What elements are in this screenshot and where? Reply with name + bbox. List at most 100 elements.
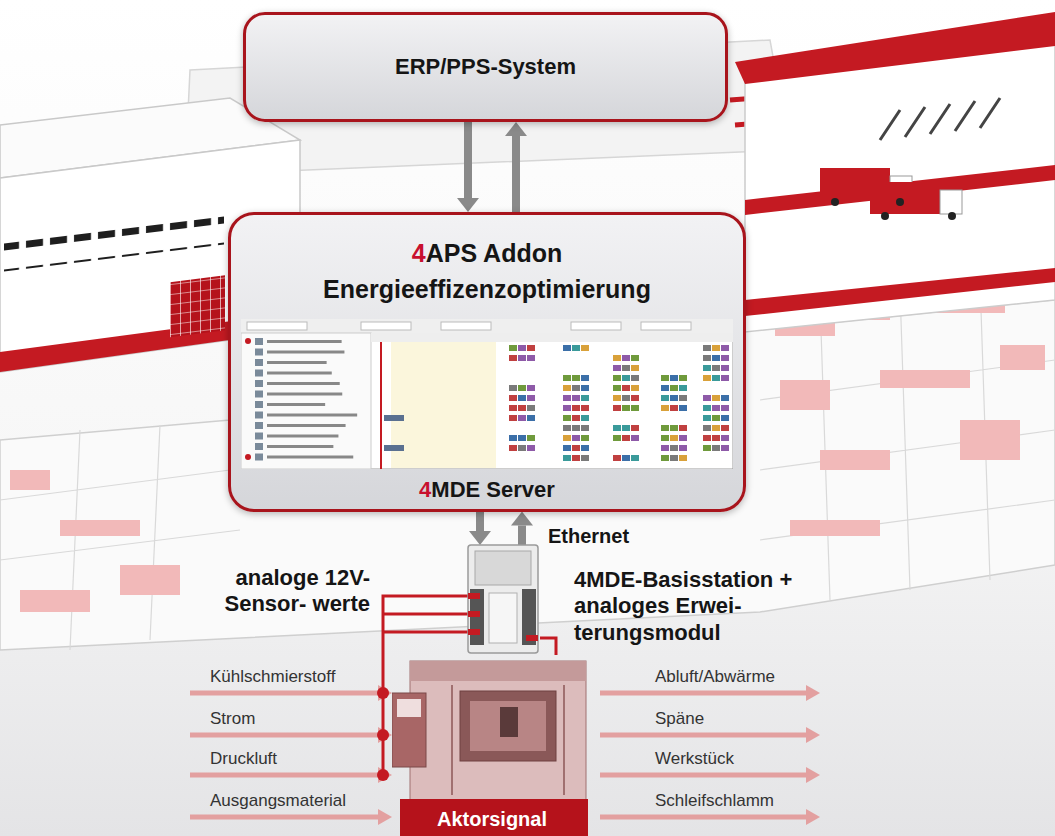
job-block — [712, 375, 720, 381]
job-block — [581, 425, 589, 431]
terminal — [526, 635, 538, 641]
job-block — [509, 415, 517, 421]
right-building — [735, 12, 1055, 332]
job-block — [721, 355, 729, 361]
job-block — [527, 395, 535, 401]
job-block — [581, 345, 589, 351]
job-block — [631, 365, 639, 371]
tree-icon — [255, 390, 263, 397]
job-block — [670, 385, 678, 391]
terminal — [468, 629, 480, 635]
job-block — [518, 435, 526, 441]
screen-frame — [241, 319, 733, 469]
job-block — [572, 385, 580, 391]
tree-icon — [255, 369, 263, 376]
now-line — [380, 342, 382, 469]
job-block — [622, 435, 630, 441]
flow-label: Ethernet — [548, 524, 629, 548]
node-text: 4APS Addon Energieeffizenzoptimierung — [231, 215, 743, 308]
job-block — [527, 415, 535, 421]
job-block — [572, 345, 580, 351]
job-block — [703, 435, 711, 441]
spindle — [500, 707, 518, 737]
control-panel — [392, 693, 426, 767]
job-block — [679, 375, 687, 381]
job-block — [661, 385, 669, 391]
tree-icon — [255, 432, 263, 439]
job-block — [518, 445, 526, 451]
job-block — [572, 425, 580, 431]
toolbar-field — [441, 322, 491, 330]
job-block — [712, 445, 720, 451]
job-block — [703, 425, 711, 431]
flow-label: Späne — [655, 709, 704, 729]
tree-icon — [255, 348, 263, 355]
tree-icon — [255, 411, 263, 418]
job-block — [581, 445, 589, 451]
job-block — [631, 395, 639, 401]
job-block — [518, 395, 526, 401]
tree-line — [267, 340, 342, 343]
job-block — [518, 405, 526, 411]
job-block — [703, 445, 711, 451]
job-block — [613, 395, 621, 401]
job-block — [563, 435, 571, 441]
job-block — [518, 345, 526, 351]
machine-top — [410, 661, 586, 681]
job-block — [661, 435, 669, 441]
job-block — [670, 435, 678, 441]
job-block — [703, 395, 711, 401]
system-box: ERP/PPS-System — [243, 12, 728, 122]
job-block — [581, 385, 589, 391]
job-block — [703, 355, 711, 361]
flow-label: Kühlschmierstoff — [210, 667, 335, 687]
tree-line — [267, 413, 357, 416]
job-block — [527, 345, 535, 351]
job-block — [518, 355, 526, 361]
tree-icon — [255, 401, 263, 408]
housing — [468, 545, 538, 653]
job-block — [622, 385, 630, 391]
job-block — [712, 395, 720, 401]
node-text: 4MDE-Basisstation + analoges Erwei- teru… — [574, 567, 824, 646]
tree-line — [267, 392, 342, 395]
job-block — [661, 375, 669, 381]
job-block — [613, 455, 621, 461]
job-block — [572, 435, 580, 441]
job-block — [721, 345, 729, 351]
planning-screenshot — [241, 319, 733, 469]
flow-label: Schleifschlamm — [655, 791, 774, 811]
job-block — [679, 405, 687, 411]
toolbar — [241, 319, 733, 333]
job-block — [509, 405, 517, 411]
tree-marker — [245, 338, 251, 344]
job-block — [703, 405, 711, 411]
tree-marker — [245, 454, 251, 460]
job-block — [563, 425, 571, 431]
tree-line — [267, 382, 340, 385]
job-block — [622, 355, 630, 361]
job-block — [527, 435, 535, 441]
machine-body — [410, 661, 586, 811]
toolbar-field — [641, 322, 691, 330]
job-block — [572, 375, 580, 381]
job-block — [527, 445, 535, 451]
job-block — [527, 355, 535, 361]
flow-label: Strom — [210, 709, 255, 729]
job-block — [661, 455, 669, 461]
tree-icon — [255, 453, 263, 460]
job-block — [631, 385, 639, 391]
job-block — [631, 455, 639, 461]
job-block — [572, 445, 580, 451]
node-text: ERP/PPS-System — [379, 54, 592, 80]
server-box: 4APS Addon Energieeffizenzoptimierung4MD… — [228, 212, 746, 512]
job-block — [679, 455, 687, 461]
job-block — [721, 435, 729, 441]
tree-line — [267, 434, 338, 437]
job-block — [721, 405, 729, 411]
machine-window-inner — [470, 701, 546, 751]
machine-tool: Aktorsignal — [392, 655, 592, 836]
